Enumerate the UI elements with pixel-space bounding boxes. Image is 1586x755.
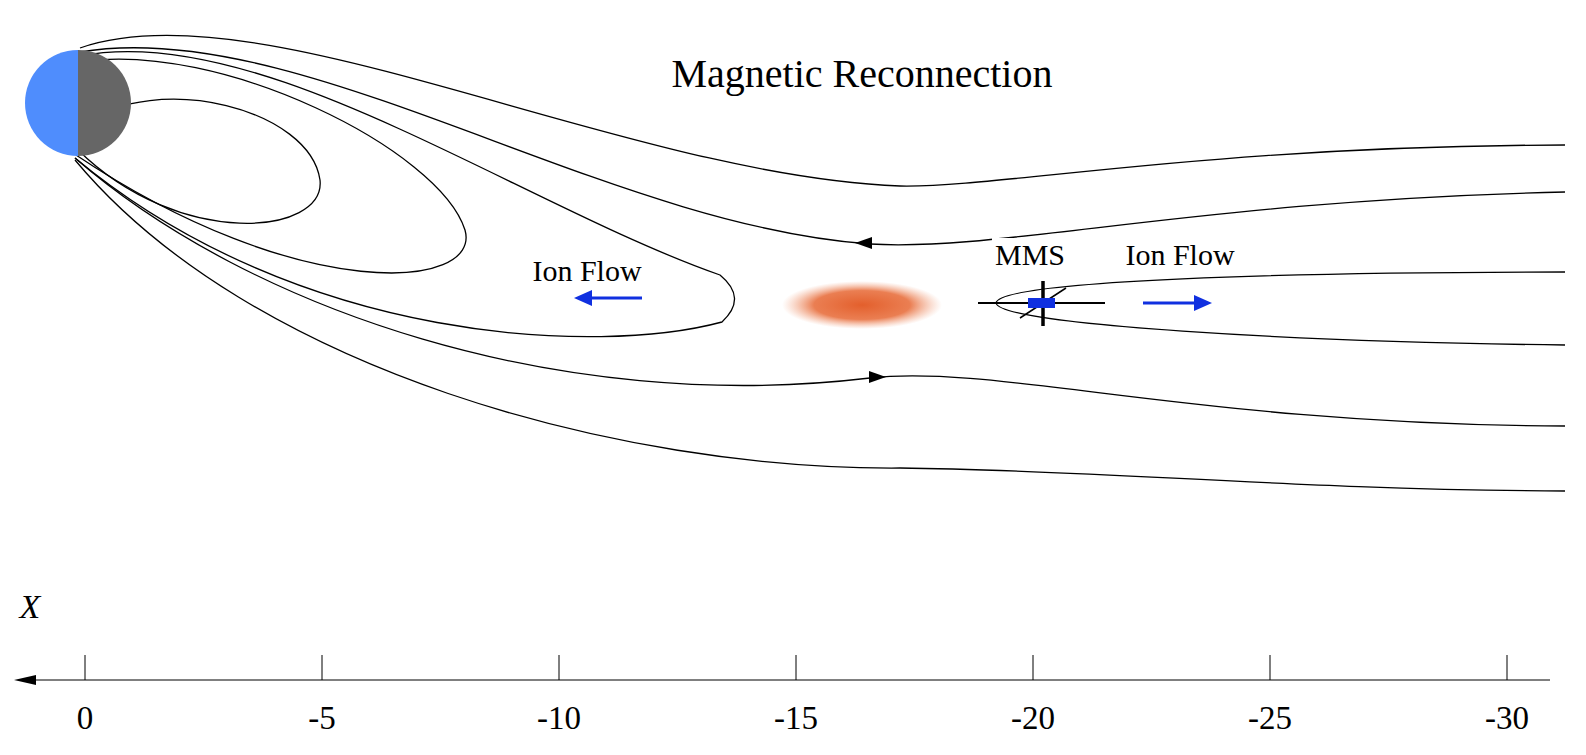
- axis-tick: [796, 655, 797, 680]
- field-line: [80, 35, 1565, 186]
- axis-number: -5: [305, 700, 339, 736]
- field-lines: [75, 35, 1565, 491]
- field-line: [76, 59, 466, 273]
- flow-label: Ion Flow: [1122, 238, 1237, 271]
- mms-spacecraft: [978, 281, 1105, 326]
- axis-number: -25: [1245, 700, 1295, 736]
- field-line: [75, 158, 1565, 426]
- axis-tick: [322, 655, 323, 680]
- x-axis: [14, 655, 1550, 685]
- axis-number: -10: [534, 700, 584, 736]
- axis-tick: [1270, 655, 1271, 680]
- axis-tick: [85, 655, 86, 680]
- ion-flow-arrow: [1143, 295, 1212, 311]
- axis-number: -15: [771, 700, 821, 736]
- field-line: [75, 160, 1565, 491]
- reconnection-site: [782, 281, 942, 329]
- diagram-title: Magnetic Reconnection: [669, 52, 1056, 96]
- field-arrowhead: [869, 371, 886, 383]
- axis-tick: [1033, 655, 1034, 680]
- axis-number: 0: [74, 700, 97, 736]
- axis-tick: [1507, 655, 1508, 680]
- field-arrowhead: [855, 237, 872, 249]
- axis-title: X: [17, 588, 44, 625]
- flow-label: Ion Flow: [529, 254, 644, 287]
- spacecraft-label: MMS: [992, 238, 1068, 271]
- axis-number: -30: [1482, 700, 1532, 736]
- field-line: [75, 51, 735, 336]
- axis-number: -20: [1008, 700, 1058, 736]
- field-line: [80, 48, 1565, 245]
- earth: [25, 50, 131, 156]
- axis-tick: [559, 655, 560, 680]
- ion-flow-arrow: [574, 290, 642, 306]
- field-line: [996, 272, 1565, 345]
